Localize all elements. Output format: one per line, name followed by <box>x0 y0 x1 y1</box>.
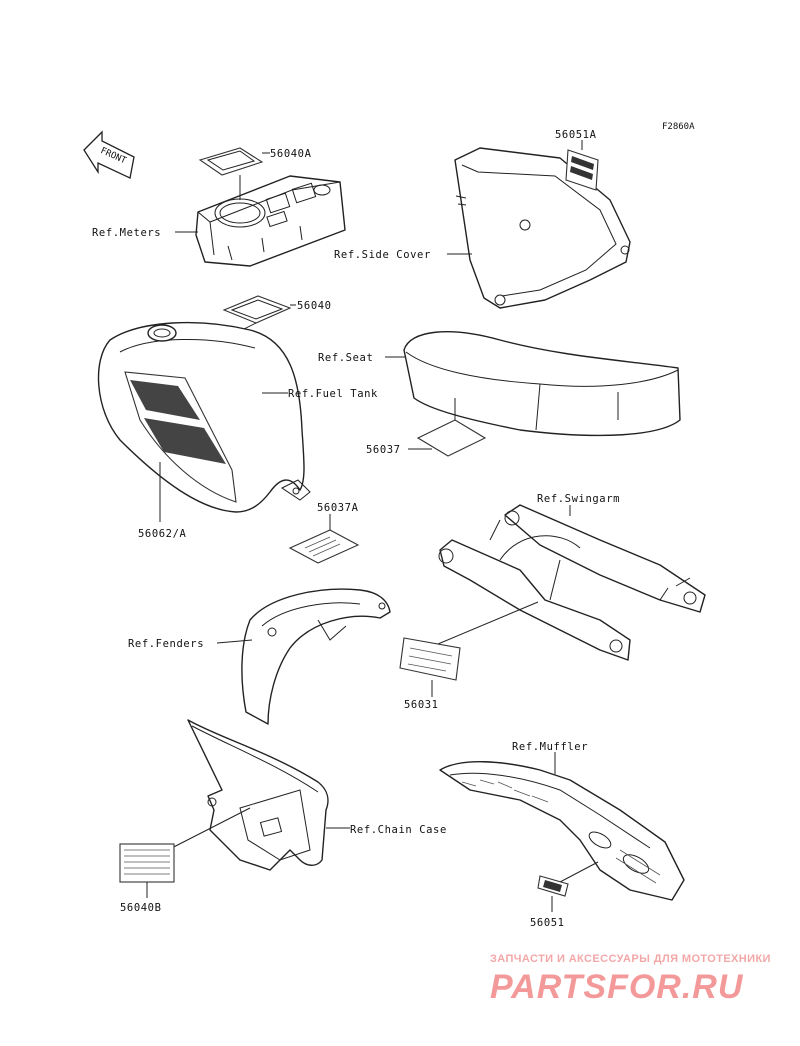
label-56037A: 56037A <box>317 502 359 514</box>
label-56040: 56040 <box>297 300 332 312</box>
decal-56051A <box>565 149 599 191</box>
fender-part <box>241 588 391 725</box>
label-ref-chain-case: Ref.Chain Case <box>350 824 447 836</box>
label-ref-fuel-tank: Ref.Fuel Tank <box>288 388 378 400</box>
label-ref-side-cover: Ref.Side Cover <box>334 249 431 261</box>
label-56051: 56051 <box>530 917 565 929</box>
watermark-tagline: ЗАПЧАСТИ И АКСЕССУАРЫ ДЛЯ МОТОТЕХНИКИ <box>490 953 771 965</box>
label-ref-muffler: Ref.Muffler <box>512 741 588 753</box>
figure-code: F2860A <box>662 122 695 132</box>
label-ref-meters: Ref.Meters <box>92 227 161 239</box>
meters-part <box>195 175 346 267</box>
label-56031: 56031 <box>404 699 439 711</box>
label-ref-seat: Ref.Seat <box>318 352 373 364</box>
chain-case-part <box>187 719 329 871</box>
label-ref-swingarm: Ref.Swingarm <box>537 493 620 505</box>
label-56040A: 56040A <box>270 148 312 160</box>
decal-56051 <box>537 875 569 897</box>
watermark-logo: PARTSFOR.RU <box>490 968 744 1006</box>
decal-56040A <box>198 147 264 176</box>
watermark: ЗАПЧАСТИ И АКСЕССУАРЫ ДЛЯ МОТОТЕХНИКИ PA… <box>490 953 771 1006</box>
fuel-tank-part <box>97 321 311 513</box>
front-arrow-icon: FRONT <box>83 130 135 179</box>
seat-part <box>403 331 681 437</box>
label-56040B: 56040B <box>120 902 162 914</box>
muffler-part <box>439 761 685 901</box>
label-ref-fenders: Ref.Fenders <box>128 638 204 650</box>
decal-56031 <box>399 637 461 681</box>
decal-56040 <box>222 295 292 324</box>
decal-56037 <box>416 419 487 457</box>
decal-56037A <box>288 529 360 564</box>
label-56051A: 56051A <box>555 129 597 141</box>
label-56062A: 56062/A <box>138 528 187 540</box>
decal-56040B <box>119 843 175 883</box>
label-56037: 56037 <box>366 444 401 456</box>
side-cover-part <box>454 147 631 309</box>
swingarm-part <box>438 504 706 661</box>
